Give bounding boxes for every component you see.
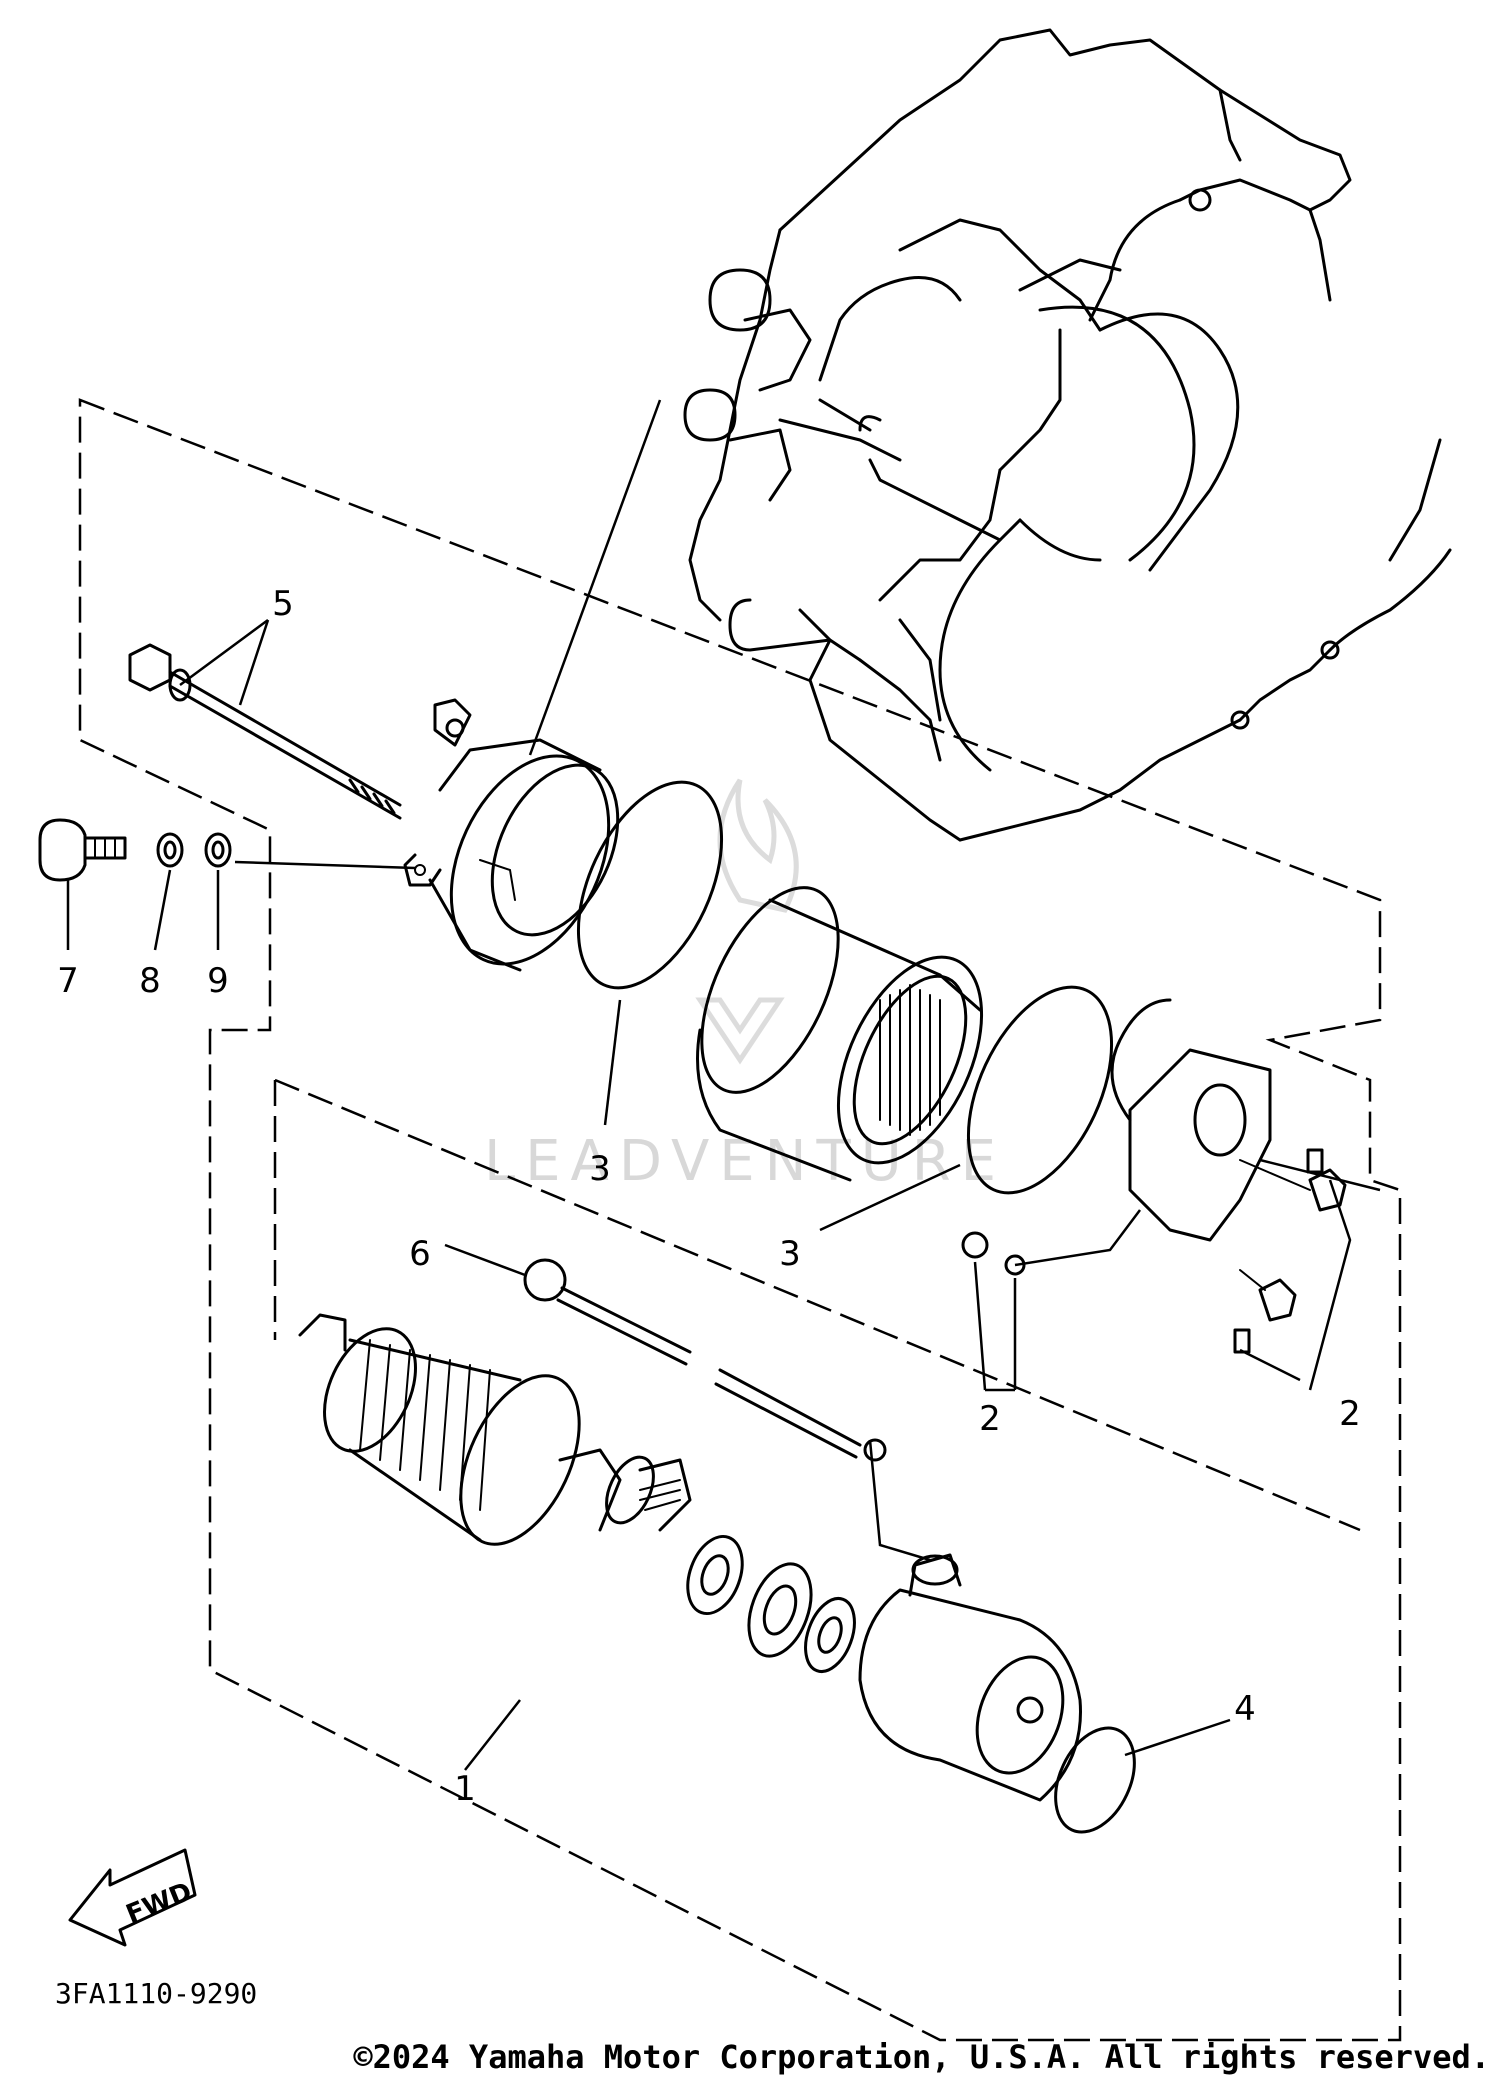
callout-2a: 2 <box>979 1399 1001 1439</box>
plain-washer <box>204 832 232 868</box>
yoke-housing <box>696 886 984 1182</box>
callout-4: 4 <box>1234 1689 1256 1729</box>
fwd-label: FWD <box>122 1877 196 1930</box>
watermark-text: LEADVENTURE <box>484 1129 1006 1194</box>
lock-washer <box>156 832 184 868</box>
mounting-screw <box>38 818 127 882</box>
armature <box>298 1313 692 1546</box>
rear-cover <box>858 1553 1082 1802</box>
leader-lines <box>66 399 1381 1771</box>
o-ring-front <box>576 780 724 990</box>
crankcase <box>683 28 1452 842</box>
callout-9: 9 <box>207 961 229 1001</box>
callout-8: 8 <box>139 961 161 1001</box>
o-ring-rear <box>966 985 1114 1195</box>
callout-3a: 3 <box>589 1149 611 1189</box>
assembly-boundary <box>78 398 1402 2042</box>
callout-1: 1 <box>454 1769 476 1809</box>
brush-lead <box>523 1258 887 1462</box>
fwd-arrow: FWD <box>68 1848 197 1947</box>
through-bolt <box>128 643 402 820</box>
callout-5: 5 <box>272 584 294 624</box>
callout-3b: 3 <box>779 1234 801 1274</box>
callouts: 1 2 2 3 3 4 5 6 7 8 9 <box>57 584 1361 1809</box>
copyright-notice: ©2024 Yamaha Motor Corporation, U.S.A. A… <box>353 2038 1490 2076</box>
o-ring-small <box>1054 1726 1136 1834</box>
callout-7: 7 <box>57 961 79 1001</box>
callout-6: 6 <box>409 1234 431 1274</box>
brush-holder <box>961 998 1347 1354</box>
front-cover <box>403 698 620 972</box>
callout-2b: 2 <box>1339 1394 1361 1434</box>
bearing-set <box>686 1534 856 1673</box>
diagram-code: 3FA1110-9290 <box>55 1977 257 2010</box>
watermark: LEADVENTURE <box>484 778 1006 1194</box>
